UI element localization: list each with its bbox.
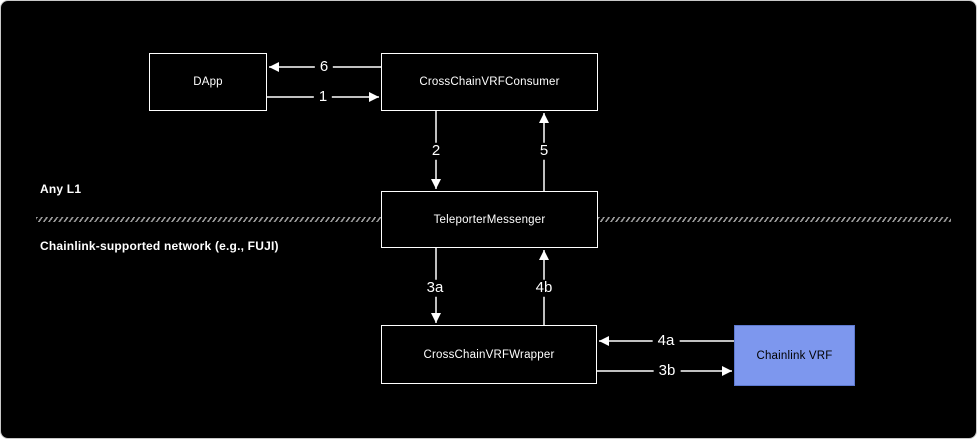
region-label-any-l1: Any L1 <box>40 182 82 196</box>
node-crosschain-vrf-consumer: CrossChainVRFConsumer <box>381 53 598 111</box>
node-dapp: DApp <box>149 53 267 111</box>
node-chainlink-vrf: Chainlink VRF <box>734 325 855 386</box>
network-divider-right <box>598 217 951 222</box>
node-crosschain-vrf-consumer-label: CrossChainVRFConsumer <box>419 76 560 88</box>
edge-label-5: 5 <box>534 142 554 160</box>
edge-label-6: 6 <box>314 58 334 76</box>
network-divider-left <box>36 217 381 222</box>
region-label-chainlink-network: Chainlink-supported network (e.g., FUJI) <box>40 239 279 253</box>
node-teleporter-messenger-label: TeleporterMessenger <box>433 213 546 226</box>
node-crosschain-vrf-wrapper-label: CrossChainVRFWrapper <box>423 348 555 361</box>
node-teleporter-messenger: TeleporterMessenger <box>381 191 598 248</box>
node-crosschain-vrf-wrapper: CrossChainVRFWrapper <box>381 325 597 384</box>
node-dapp-label: DApp <box>193 76 223 88</box>
node-chainlink-vrf-label: Chainlink VRF <box>756 349 833 362</box>
edge-label-3a: 3a <box>421 279 449 297</box>
edge-label-4b: 4b <box>530 279 558 297</box>
edge-label-4a: 4a <box>652 332 680 350</box>
edge-label-3b: 3b <box>653 362 681 380</box>
edge-label-1: 1 <box>313 88 333 106</box>
edge-label-2: 2 <box>426 142 446 160</box>
